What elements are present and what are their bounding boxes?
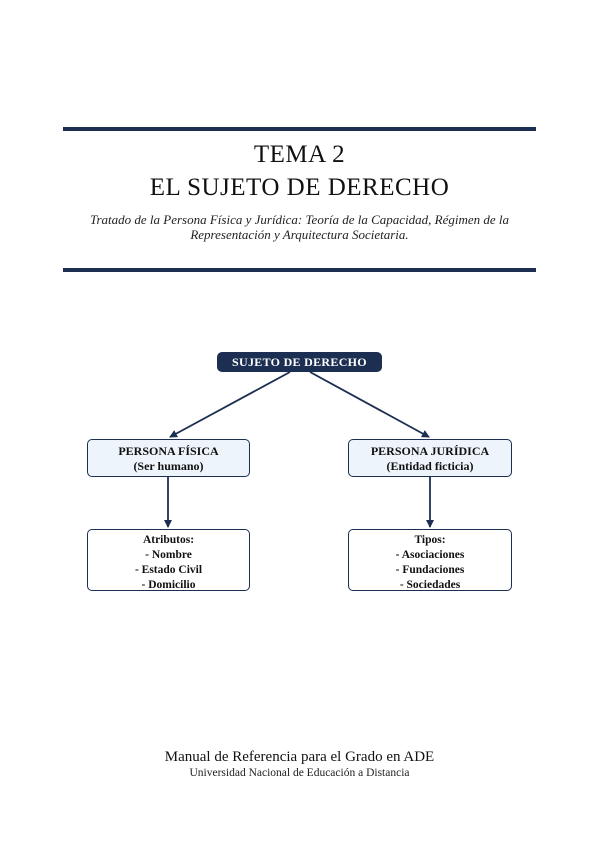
node-persona-fisica: PERSONA FÍSICA (Ser humano) — [87, 439, 250, 477]
list-item: - Domicilio — [141, 579, 196, 591]
bottom-rule — [63, 268, 536, 272]
node-persona-fisica-title: PERSONA FÍSICA — [118, 444, 219, 458]
node-tipos: Tipos: - Asociaciones - Fundaciones - So… — [348, 529, 512, 591]
list-item: - Nombre — [145, 549, 192, 561]
arrow-root-to-persona-juridica — [309, 371, 430, 438]
list-item: - Estado Civil — [134, 564, 203, 576]
arrow-root-to-persona-fisica — [169, 371, 291, 438]
list-item: - Asociaciones — [395, 549, 465, 561]
list-item: - Fundaciones — [395, 564, 465, 576]
top-rule — [63, 127, 536, 131]
chapter-subtitle: Tratado de la Persona Física y Jurídica:… — [89, 212, 510, 242]
node-atributos: Atributos: - Nombre - Estado Civil - Dom… — [87, 529, 250, 591]
footer-university: Universidad Nacional de Educación a Dist… — [189, 767, 410, 779]
list-item: - Sociedades — [399, 579, 461, 591]
chapter-title: EL SUJETO DE DERECHO — [149, 174, 450, 201]
footer-manual-title: Manual de Referencia para el Grado en AD… — [164, 749, 435, 765]
node-persona-fisica-subtitle: (Ser humano) — [133, 459, 204, 473]
root-node-sujeto-de-derecho: SUJETO DE DERECHO — [217, 352, 382, 372]
node-persona-juridica-subtitle: (Entidad ficticia) — [386, 459, 474, 473]
node-atributos-heading: Atributos: — [142, 534, 195, 546]
chapter-number: TEMA 2 — [253, 141, 346, 168]
node-persona-juridica: PERSONA JURÍDICA (Entidad ficticia) — [348, 439, 512, 477]
node-persona-juridica-title: PERSONA JURÍDICA — [370, 444, 490, 458]
node-tipos-heading: Tipos: — [414, 534, 446, 546]
